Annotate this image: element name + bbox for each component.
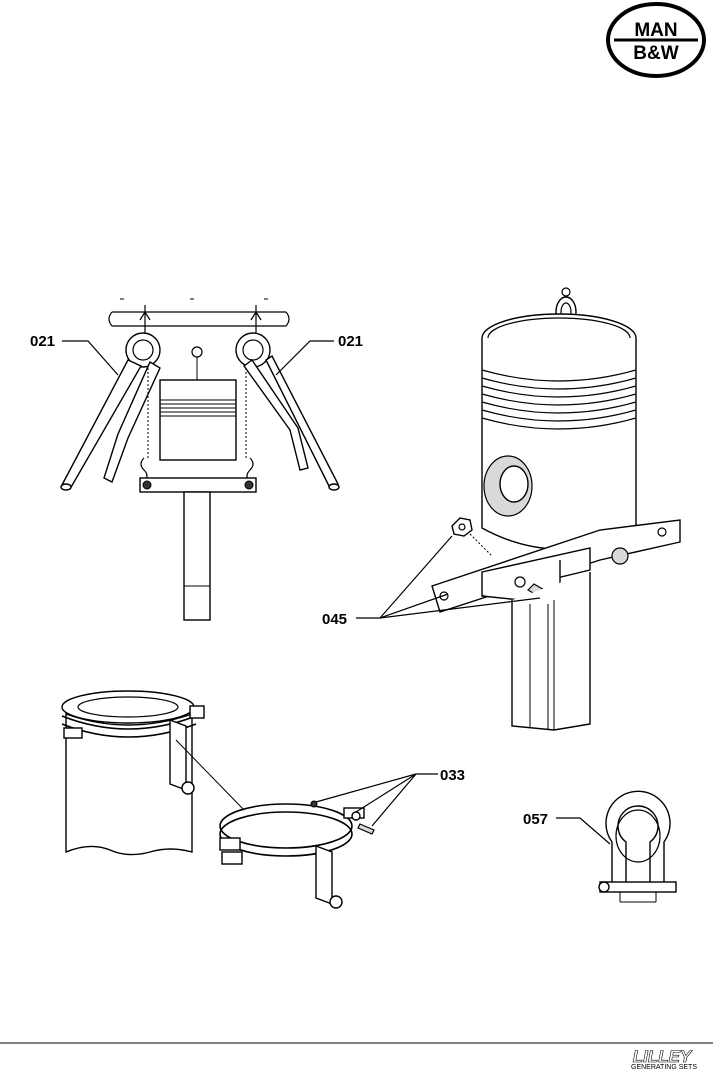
liner-clamp-drawing <box>61 690 375 909</box>
lilley-logo: LILLEY GENERATING SETS <box>631 1047 697 1071</box>
man-bw-logo: MAN B&W <box>606 2 706 78</box>
callout-033: 033 <box>315 767 465 827</box>
logo-line1: MAN <box>634 20 677 41</box>
callout-021-right: 021 <box>275 333 363 376</box>
hoist-assembly-drawing <box>60 298 340 621</box>
footer-brand: LILLEY <box>633 1047 693 1066</box>
callout-label: 045 <box>322 611 347 628</box>
callout-045: 045 <box>322 535 541 628</box>
footer-tagline: GENERATING SETS <box>631 1064 697 1071</box>
shackle-drawing <box>598 790 677 903</box>
callout-label: 057 <box>523 811 548 828</box>
callout-label: 033 <box>440 767 465 784</box>
callout-021-left: 021 <box>30 333 119 376</box>
callout-057: 057 <box>523 811 611 845</box>
piston-support-drawing <box>431 287 681 731</box>
callout-label: 021 <box>338 333 363 350</box>
callout-label: 021 <box>30 333 55 350</box>
logo-line2: B&W <box>633 43 678 64</box>
